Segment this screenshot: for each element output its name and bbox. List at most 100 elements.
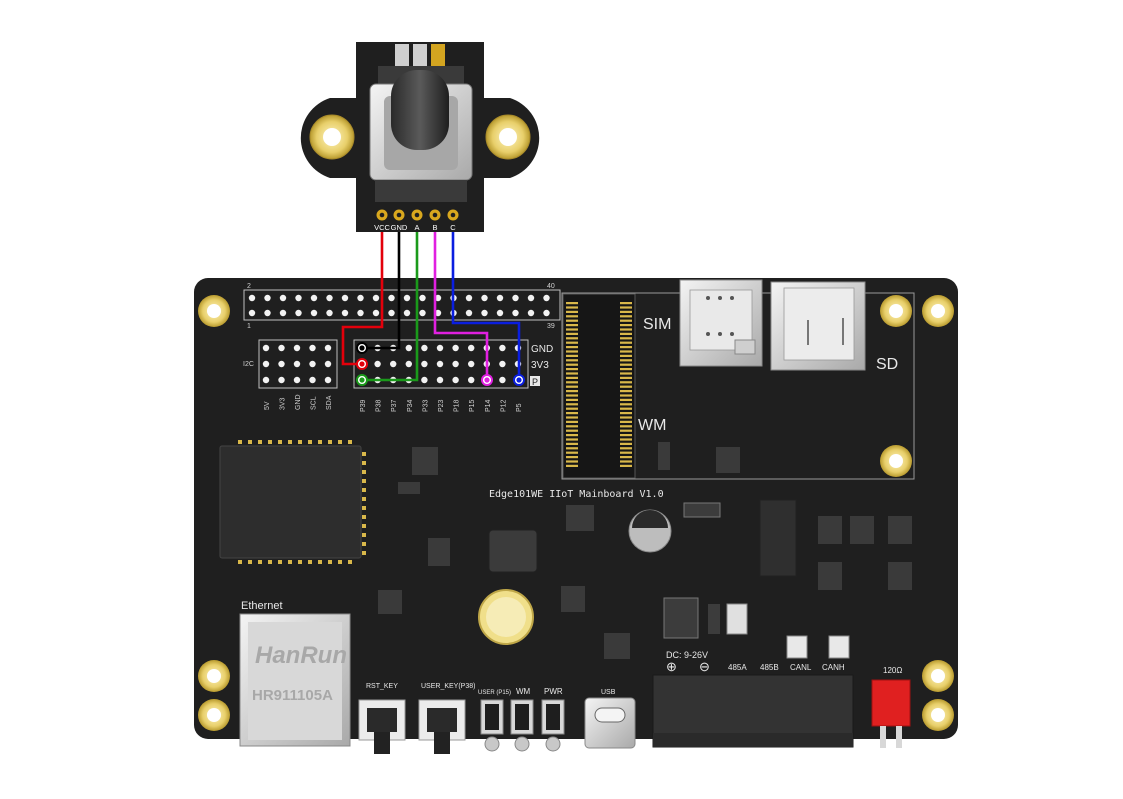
encoder-pin-label: A (414, 223, 419, 232)
led-wm (510, 699, 534, 752)
i2c-header (258, 339, 338, 389)
gpio-pin (499, 360, 506, 368)
soc-pad (268, 560, 272, 564)
m2-contact (620, 416, 632, 419)
header-pin (543, 309, 550, 317)
m2-contact (566, 420, 578, 423)
m2-contact (620, 381, 632, 384)
m2-contact (620, 456, 632, 459)
m2-contact (620, 460, 632, 463)
soc-pad (348, 560, 352, 564)
user-key-button[interactable] (418, 699, 466, 754)
m2-contact (566, 310, 578, 313)
soc-pad (318, 560, 322, 564)
gpio-pin (421, 344, 428, 352)
termination-jumper[interactable] (871, 679, 911, 748)
m2-contact (620, 368, 632, 371)
gpio-pin (452, 360, 459, 368)
ic-chip (888, 562, 912, 590)
m2-contact (566, 456, 578, 459)
header-pin (326, 294, 333, 302)
m2-contact (566, 354, 578, 357)
gpio-pin (499, 376, 506, 384)
rst-key-button[interactable] (358, 699, 406, 754)
header-label-2: 2 (247, 283, 251, 290)
mounting-hole (198, 295, 230, 327)
header-pin (481, 294, 488, 302)
gpio-pin-label: P38 (376, 399, 383, 412)
rj45-brand: HanRun (255, 642, 347, 669)
gpio-pin-label: P14 (485, 399, 492, 412)
m2-contact (566, 332, 578, 335)
i2c-pin (262, 376, 270, 384)
m2-contact (620, 328, 632, 331)
header-pin (248, 294, 256, 302)
i2c-pin (278, 376, 285, 384)
soc-pad (362, 506, 366, 510)
gpio-pin (468, 344, 475, 352)
i2c-pins (262, 344, 332, 384)
header-pin (372, 309, 380, 317)
soc-pad (362, 542, 366, 546)
m2-contact (620, 407, 632, 410)
usb-label: USB (601, 689, 616, 696)
i2c-pin-label: GND (295, 394, 302, 410)
gpio-pin-label: P23 (438, 399, 445, 412)
soc-pad (362, 515, 366, 519)
soc-pad (288, 560, 292, 564)
m2-contact (566, 416, 578, 419)
soc-pad (362, 533, 366, 537)
header-pin (248, 309, 256, 317)
sd-card-holder (770, 281, 866, 371)
header-pin (279, 294, 287, 302)
terminal-canh: CANH (822, 663, 845, 672)
header-pin (310, 309, 318, 317)
header-pin (310, 294, 318, 302)
gpio-pin-label: P5 (516, 403, 523, 412)
m2-contact (566, 438, 578, 441)
gpio-pin (421, 376, 428, 384)
can-selector (786, 635, 850, 659)
wire-endpoint-dot (359, 361, 365, 367)
soc-pad (338, 440, 342, 444)
ic-chip (604, 633, 630, 659)
led-pwr (541, 699, 565, 752)
m2-contact (620, 359, 632, 362)
i2c-pin (309, 376, 316, 384)
m2-contact (566, 319, 578, 322)
m2-contact (566, 328, 578, 331)
m2-contact (620, 363, 632, 366)
ic-chip (412, 447, 438, 475)
capacitor (708, 604, 720, 634)
encoder-pin-label: C (450, 223, 456, 232)
m2-contact (620, 398, 632, 401)
soc-pad (298, 560, 302, 564)
gpio-pin-label: P37 (391, 399, 398, 412)
encoder-pin-hole (414, 212, 420, 218)
mounting-hole (922, 295, 954, 327)
wire-endpoint-dot (484, 377, 490, 383)
sim-label: SIM (643, 316, 671, 333)
header-pin (512, 294, 519, 302)
header-pin (419, 309, 426, 317)
inductor (488, 529, 538, 573)
rail-label-p: P (532, 377, 538, 387)
gpio-pin (499, 344, 506, 352)
soc-pad (238, 560, 242, 564)
soc-pads (238, 440, 366, 564)
m2-contact (566, 350, 578, 353)
m2-contact (620, 306, 632, 309)
m2-contact (566, 337, 578, 340)
wire-endpoint-dot (359, 345, 365, 351)
soc-pad (328, 560, 332, 564)
sd-label: SD (876, 356, 898, 373)
m2-contact (620, 354, 632, 357)
encoder-pin-hole (450, 212, 456, 218)
usb-c-port[interactable] (584, 697, 636, 749)
wire (451, 221, 521, 380)
header-pin (403, 309, 411, 317)
m2-contact (620, 319, 632, 322)
soc-pad (362, 461, 366, 465)
